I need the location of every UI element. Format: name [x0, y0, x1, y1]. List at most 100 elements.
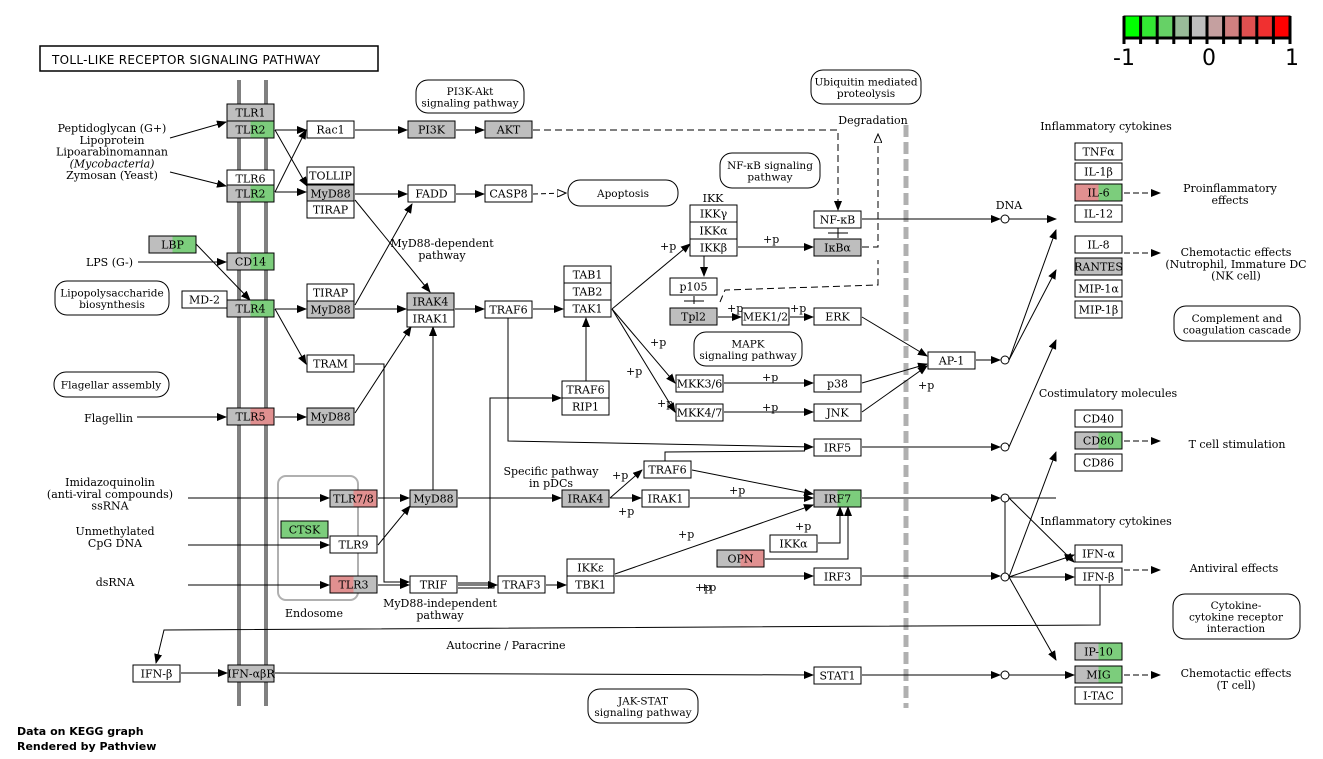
gene-label: IKKε — [577, 562, 604, 575]
gene-tnf-[interactable]: TNFα — [1074, 142, 1123, 161]
gene-rac1[interactable]: Rac1 — [306, 120, 355, 139]
gene-opn[interactable]: OPN — [716, 549, 765, 568]
gene-mkk4-7[interactable]: MKK4/7 — [675, 403, 724, 422]
gene-myd88[interactable]: MyD88 — [306, 184, 355, 203]
edge — [1008, 554, 1075, 578]
gene-akt[interactable]: AKT — [484, 120, 533, 139]
edge — [719, 260, 879, 303]
gene-p105[interactable]: p105 — [669, 277, 718, 296]
gene-rip1[interactable]: RIP1 — [561, 397, 610, 416]
gene-pi3k[interactable]: PI3K — [407, 120, 456, 139]
gene-erk[interactable]: ERK — [813, 307, 862, 326]
gene-ip-10[interactable]: IP-10 — [1074, 642, 1123, 661]
gene-ctsk[interactable]: CTSK — [280, 520, 329, 539]
gene-cd14[interactable]: CD14 — [226, 252, 275, 271]
gene-tpl2[interactable]: Tpl2 — [669, 307, 718, 326]
label-p7: +p — [762, 371, 778, 384]
gene-ifn-[interactable]: IFN-α — [1074, 544, 1123, 563]
gene-rantes[interactable]: RANTES — [1074, 257, 1123, 276]
gene-label: TIRAP — [313, 204, 349, 217]
gene-myd88[interactable]: MyD88 — [306, 407, 355, 426]
gene-tab1[interactable]: TAB1 — [563, 265, 612, 284]
gene-casp8[interactable]: CASP8 — [484, 184, 533, 203]
gene-irak4[interactable]: IRAK4 — [406, 292, 455, 311]
gene-ifn-[interactable]: IFN-β — [132, 664, 181, 683]
gene-fadd[interactable]: FADD — [407, 184, 456, 203]
gene-md-2[interactable]: MD-2 — [181, 290, 228, 309]
gene-irf7[interactable]: IRF7 — [813, 489, 862, 508]
gene-label: TLR7/8 — [333, 493, 374, 506]
gene-ifn-[interactable]: IFN-β — [1074, 567, 1123, 586]
gene-tlr1[interactable]: TLR1 — [226, 103, 275, 122]
gene-cd80[interactable]: CD80 — [1074, 431, 1123, 450]
pathway-link-flag[interactable]: Flagellar assembly — [53, 371, 170, 398]
gene-ap-1[interactable]: AP-1 — [927, 351, 976, 370]
label-p8: +p — [762, 401, 778, 414]
gene-irf5[interactable]: IRF5 — [813, 438, 862, 457]
gene-il-1-[interactable]: IL-1β — [1074, 162, 1123, 181]
edge — [862, 134, 878, 248]
scale-max-label: 1 — [1285, 46, 1299, 71]
gene-tlr3[interactable]: TLR3 — [329, 575, 378, 594]
gene-ikk-[interactable]: IKKβ — [689, 238, 738, 257]
gene-cd86[interactable]: CD86 — [1074, 453, 1123, 472]
gene-ikk-[interactable]: IKKε — [566, 558, 615, 577]
gene-il-6[interactable]: IL-6 — [1074, 183, 1123, 202]
gene-mig[interactable]: MIG — [1074, 665, 1123, 684]
gene-traf6[interactable]: TRAF6 — [561, 380, 610, 399]
gene-ifn-r[interactable]: IFN-αβR — [227, 664, 275, 683]
gene-traf3[interactable]: TRAF3 — [497, 575, 546, 594]
gene-trif[interactable]: TRIF — [409, 575, 458, 594]
gene-tak1[interactable]: TAK1 — [563, 299, 612, 318]
gene-irak4[interactable]: IRAK4 — [561, 489, 610, 508]
gene-tollip[interactable]: TOLLIP — [306, 166, 355, 185]
gene-lbp[interactable]: LBP — [148, 235, 197, 254]
gene-tab2[interactable]: TAB2 — [563, 282, 612, 301]
gene-tlr7-8[interactable]: TLR7/8 — [329, 489, 378, 508]
gene-tlr2[interactable]: TLR2 — [226, 120, 275, 139]
gene-il-12[interactable]: IL-12 — [1074, 204, 1123, 223]
gene-cd40[interactable]: CD40 — [1074, 409, 1123, 428]
gene-tlr6[interactable]: TLR6 — [226, 169, 275, 188]
gene-mkk3-6[interactable]: MKK3/6 — [675, 374, 724, 393]
gene-tlr4[interactable]: TLR4 — [226, 299, 275, 318]
gene-irak1[interactable]: IRAK1 — [406, 309, 455, 328]
gene-il-8[interactable]: IL-8 — [1074, 235, 1123, 254]
gene-myd88[interactable]: MyD88 — [306, 300, 355, 319]
gene-irak1[interactable]: IRAK1 — [641, 489, 690, 508]
junction-node — [1000, 572, 1010, 582]
gene-irf3[interactable]: IRF3 — [813, 567, 862, 586]
gene-tram[interactable]: TRAM — [306, 354, 355, 373]
gene-myd88[interactable]: MyD88 — [409, 489, 458, 508]
gene-nf-b[interactable]: NF-κB — [813, 210, 862, 229]
gene-p38[interactable]: p38 — [813, 374, 862, 393]
gene-jnk[interactable]: JNK — [813, 403, 862, 422]
gene-ikk-[interactable]: IKKα — [689, 221, 738, 240]
gene-tlr5[interactable]: TLR5 — [226, 407, 275, 426]
gene-tlr2[interactable]: TLR2 — [226, 184, 275, 203]
gene-traf6[interactable]: TRAF6 — [643, 460, 692, 479]
gene-tirap[interactable]: TIRAP — [306, 200, 355, 219]
pathway-link-apop[interactable]: Apoptosis — [567, 179, 679, 207]
gene-mip-1-[interactable]: MIP-1α — [1074, 279, 1123, 298]
gene-ikk-[interactable]: IKKα — [769, 534, 818, 553]
gene-ikk-[interactable]: IKKγ — [689, 204, 738, 223]
gene-tbk1[interactable]: TBK1 — [566, 575, 615, 594]
gene-tirap[interactable]: TIRAP — [306, 283, 355, 302]
gene-mip-1-[interactable]: MIP-1β — [1074, 300, 1123, 319]
gene-tlr9[interactable]: TLR9 — [329, 535, 378, 554]
gene-i-tac[interactable]: I-TAC — [1074, 686, 1123, 705]
gene-traf6[interactable]: TRAF6 — [484, 300, 533, 319]
gene-mek1-2[interactable]: MEK1/2 — [741, 307, 790, 326]
gene-stat1[interactable]: STAT1 — [813, 666, 862, 685]
gene-i-b-[interactable]: IκBα — [813, 238, 862, 257]
label-cpg: Unmethylated — [75, 525, 154, 538]
